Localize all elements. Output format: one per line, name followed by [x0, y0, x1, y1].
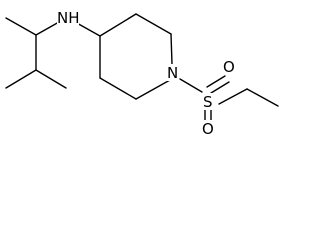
bond-methyl-top	[5, 17, 37, 36]
molecule-structure-diagram: NH N S O O	[5, 9, 279, 138]
atom-labels: NH N S O O	[57, 9, 236, 138]
oxygen-bottom-label: O	[202, 120, 214, 138]
ring-bond-c2-n	[170, 33, 173, 65]
bond-nh-to-ring	[74, 21, 101, 37]
ring-bond-n-c6	[135, 79, 171, 100]
sulfur-label: S	[203, 93, 213, 111]
ring-n-label: N	[167, 64, 178, 82]
alkyl-chain	[5, 17, 67, 89]
s-mask	[202, 93, 215, 110]
bond-s-o-top-a	[206, 75, 226, 88]
bond-n-to-s	[179, 78, 203, 93]
bond-ch-methyl-left	[5, 69, 37, 89]
bond-ch2-ch3	[246, 88, 279, 107]
nh-label: NH	[57, 9, 80, 27]
ring-bond-c6-c5	[99, 77, 137, 100]
bond-ch-to-nh	[35, 21, 60, 36]
sulfonyl-group	[204, 75, 230, 121]
nh-mask	[57, 9, 79, 26]
ethyl-group	[218, 88, 279, 107]
bond-s-ch2	[218, 88, 248, 105]
oxygen-top-label: O	[223, 58, 235, 76]
ring-bond-c4-c3	[99, 13, 137, 37]
ring-bond-c3-c2	[135, 13, 172, 35]
o-top-mask	[222, 58, 236, 75]
bond-ch-methyl-right	[35, 69, 67, 89]
o-bottom-mask	[201, 120, 215, 137]
ring-n-mask	[166, 64, 179, 81]
bond-s-o-top-b	[210, 81, 230, 94]
piperidine-ring	[99, 13, 173, 100]
